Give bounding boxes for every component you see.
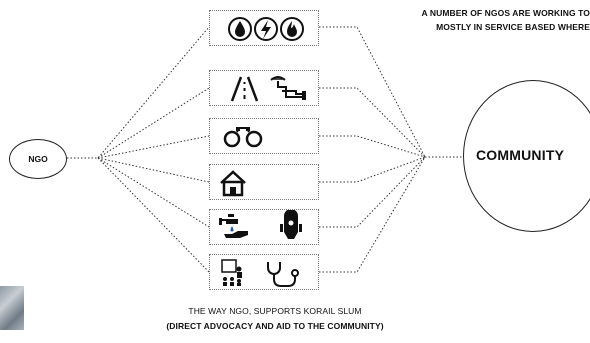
connector-community-5 — [319, 156, 426, 228]
education-health-icons — [221, 259, 299, 287]
ngo-node: NGO — [9, 139, 67, 179]
handcuffs-icon — [223, 127, 263, 148]
house-icon — [220, 170, 246, 197]
photo-thumbnail — [0, 286, 24, 330]
service-box-legal — [209, 118, 319, 154]
tap-water-icon — [219, 214, 248, 238]
classroom-icon — [221, 259, 242, 286]
legal-icons — [223, 127, 263, 148]
community-label: COMMUNITY — [476, 147, 565, 163]
water-drop-icon — [228, 17, 252, 41]
ngo-label: NGO — [28, 154, 48, 164]
electricity-bolt-icon — [254, 17, 278, 41]
connector-ngo-4 — [97, 157, 210, 183]
top-note-line-1: A NUMBER OF NGOS ARE WORKING TO — [421, 8, 590, 18]
connector-ngo-1 — [67, 26, 210, 159]
service-box-education-health — [209, 254, 319, 290]
infrastructure-icons — [230, 76, 306, 102]
service-box-utilities — [209, 10, 319, 46]
gas-flame-icon — [280, 17, 304, 41]
utilities-icons — [228, 17, 304, 41]
connector-ngo-6 — [97, 157, 210, 273]
connector-community-3 — [319, 135, 426, 158]
stethoscope-icon — [267, 262, 299, 287]
community-node — [463, 80, 590, 232]
connector-community-4 — [319, 156, 426, 183]
connector-community-1 — [319, 26, 426, 158]
service-box-infrastructure — [209, 70, 319, 106]
connector-community-6 — [319, 156, 426, 273]
connector-community-2 — [319, 87, 426, 158]
road-icon — [230, 76, 259, 102]
diagram-caption: THE WAY NGO, SUPPORTS KORAIL SLUM — [188, 306, 362, 316]
connector-ngo-2 — [97, 87, 210, 159]
top-note: A NUMBER OF NGOS ARE WORKING TO MOSTLY I… — [360, 6, 590, 34]
pipe-faucet-icon — [270, 76, 306, 100]
health-sanitation-icons — [219, 209, 302, 239]
toilet-icon — [280, 209, 302, 239]
connector-ngo-5 — [97, 157, 210, 228]
housing-icons — [220, 170, 246, 197]
diagram-subcaption: (DIRECT ADVOCACY AND AID TO THE COMMUNIT… — [166, 321, 384, 331]
service-box-housing — [209, 164, 319, 200]
connector-ngo-3 — [97, 135, 210, 159]
top-note-line-2: MOSTLY IN SERVICE BASED WHERE — [436, 22, 590, 32]
service-box-health-sanitation — [209, 209, 319, 245]
